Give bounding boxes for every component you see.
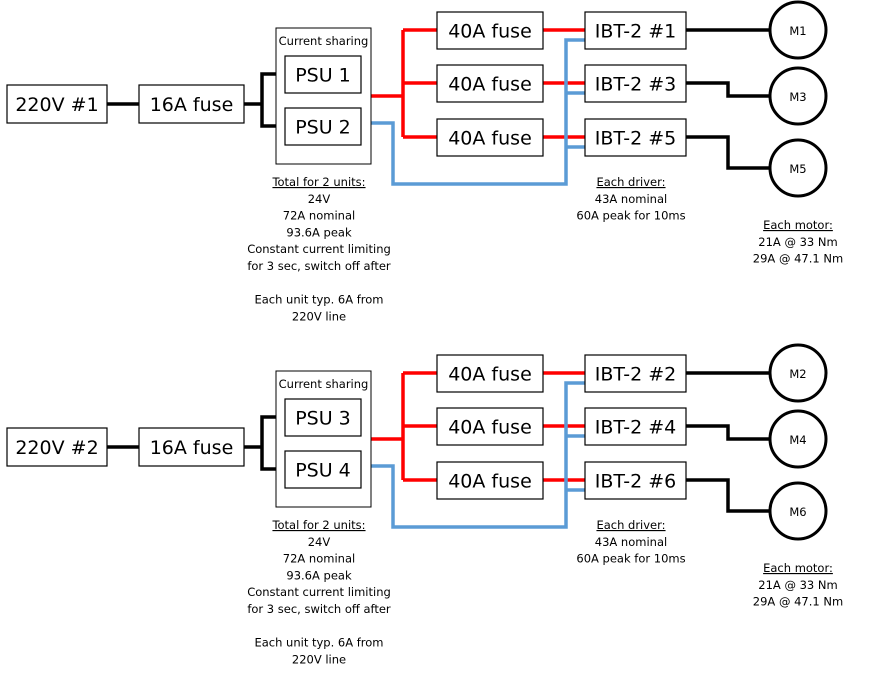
motor-label: M3 [789, 90, 806, 104]
psu-unit-box [284, 450, 362, 489]
motor-note-line: 29A @ 47.1 Nm [753, 252, 843, 266]
psu-note-line: 72A nominal [283, 209, 355, 223]
psu-unit-label: PSU 1 [295, 65, 351, 87]
psu-unit-box [284, 55, 362, 94]
branch-fuse-label: 40A fuse [448, 417, 532, 439]
psu-note-line: for 3 sec, switch off after [247, 259, 391, 273]
motor-circle [768, 66, 828, 126]
psu-note-line: 93.6A peak [286, 225, 352, 239]
mains-source-box [6, 427, 108, 467]
mains-source-label: 220V #1 [15, 94, 98, 116]
psu-note-line: for 3 sec, switch off after [247, 602, 391, 616]
branch-fuse-box [436, 64, 544, 103]
motor-driver-box [584, 354, 687, 393]
motor-circle [768, 138, 828, 198]
motor-driver-box [584, 461, 687, 500]
negative-return-wire [371, 38, 585, 186]
branch-fuse-box [436, 407, 544, 446]
psu-note-line: 24V [308, 192, 331, 206]
motor-label: M6 [789, 505, 806, 519]
motor-driver-label: IBT-2 #1 [595, 21, 677, 43]
motor-driver-box [584, 407, 687, 446]
psu-note-line: 220V line [292, 309, 346, 323]
psu-unit-box [284, 107, 362, 146]
motor-driver-box [584, 118, 687, 157]
main-fuse-box [138, 84, 245, 124]
psu-note-line: Constant current limiting [247, 585, 391, 599]
branch-fuse-label: 40A fuse [448, 128, 532, 150]
branch-fuse-box [436, 118, 544, 157]
driver-note-line: 60A peak for 10ms [576, 552, 685, 566]
motor-label: M5 [789, 162, 806, 176]
motor-note-line: 21A @ 33 Nm [758, 235, 837, 249]
fuse-to-driver-wire [543, 371, 585, 482]
positive-bus-wire [371, 371, 437, 482]
motor-wire-2 [686, 424, 770, 441]
branch-fuse-box [436, 461, 544, 500]
psu-note-line: Each unit typ. 6A from [254, 293, 383, 307]
motor-note-line: 29A @ 47.1 Nm [753, 595, 843, 609]
psu-note-line: 72A nominal [283, 552, 355, 566]
main-fuse-label: 16A fuse [150, 94, 234, 116]
motor-circle [768, 409, 828, 469]
motor-driver-box [584, 11, 687, 50]
motor-wire-3 [686, 478, 770, 513]
motor-driver-label: IBT-2 #5 [595, 128, 677, 150]
motor-circle [768, 343, 828, 403]
motor-driver-label: IBT-2 #3 [595, 74, 677, 96]
motor-note-heading: Each motor: [763, 561, 833, 575]
branch-fuse-label: 40A fuse [448, 364, 532, 386]
psu-unit-label: PSU 4 [295, 460, 351, 482]
motor-wire-2 [686, 81, 770, 98]
current-sharing-label: Current sharing [279, 34, 369, 48]
mains-source-box [6, 84, 108, 124]
mains-source-label: 220V #2 [15, 437, 98, 459]
motor-note-heading: Each motor: [763, 218, 833, 232]
branch-fuse-box [436, 354, 544, 393]
psu-unit-label: PSU 2 [295, 117, 351, 139]
psu-note-heading: Total for 2 units: [271, 518, 365, 532]
positive-bus-wire [371, 28, 437, 139]
negative-return-wire [371, 381, 585, 529]
motor-driver-box [584, 64, 687, 103]
psu-note-line: Each unit typ. 6A from [254, 636, 383, 650]
driver-note-line: 60A peak for 10ms [576, 209, 685, 223]
current-sharing-label: Current sharing [279, 377, 369, 391]
motor-driver-label: IBT-2 #4 [595, 417, 677, 439]
psu-note-line: 24V [308, 535, 331, 549]
motor-circle [768, 0, 828, 60]
motor-label: M1 [789, 24, 806, 38]
psu-note-line: Constant current limiting [247, 242, 391, 256]
branch-fuse-box [436, 11, 544, 50]
psu-note-heading: Total for 2 units: [271, 175, 365, 189]
psu-note-line: 93.6A peak [286, 568, 352, 582]
psu-note-line: 220V line [292, 652, 346, 666]
motor-wire-3 [686, 135, 770, 170]
motor-circle [768, 481, 828, 541]
driver-note-heading: Each driver: [596, 518, 665, 532]
driver-note-line: 43A nominal [595, 192, 667, 206]
fuse-to-driver-wire [543, 28, 585, 139]
branch-fuse-label: 40A fuse [448, 21, 532, 43]
main-fuse-box [138, 427, 245, 467]
motor-note-line: 21A @ 33 Nm [758, 578, 837, 592]
driver-note-line: 43A nominal [595, 535, 667, 549]
driver-note-heading: Each driver: [596, 175, 665, 189]
motor-driver-label: IBT-2 #6 [595, 471, 677, 493]
motor-label: M4 [789, 433, 806, 447]
motor-label: M2 [789, 367, 806, 381]
motor-driver-label: IBT-2 #2 [595, 364, 677, 386]
main-fuse-label: 16A fuse [150, 437, 234, 459]
branch-fuse-label: 40A fuse [448, 74, 532, 96]
branch-fuse-label: 40A fuse [448, 471, 532, 493]
psu-unit-box [284, 398, 362, 437]
psu-unit-label: PSU 3 [295, 408, 351, 430]
